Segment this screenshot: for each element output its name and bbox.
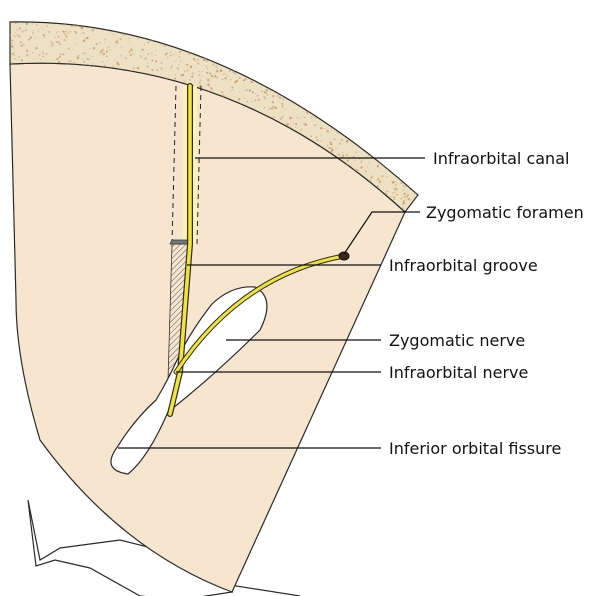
label-inferior-orbital-fissure: Inferior orbital fissure bbox=[389, 439, 561, 458]
label-infraorbital-canal: Infraorbital canal bbox=[433, 149, 569, 168]
label-infraorbital-groove: Infraorbital groove bbox=[389, 256, 538, 275]
label-zygomatic-nerve: Zygomatic nerve bbox=[389, 331, 525, 350]
label-infraorbital-nerve: Infraorbital nerve bbox=[389, 363, 528, 382]
label-zygomatic-foramen: Zygomatic foramen bbox=[426, 203, 584, 222]
